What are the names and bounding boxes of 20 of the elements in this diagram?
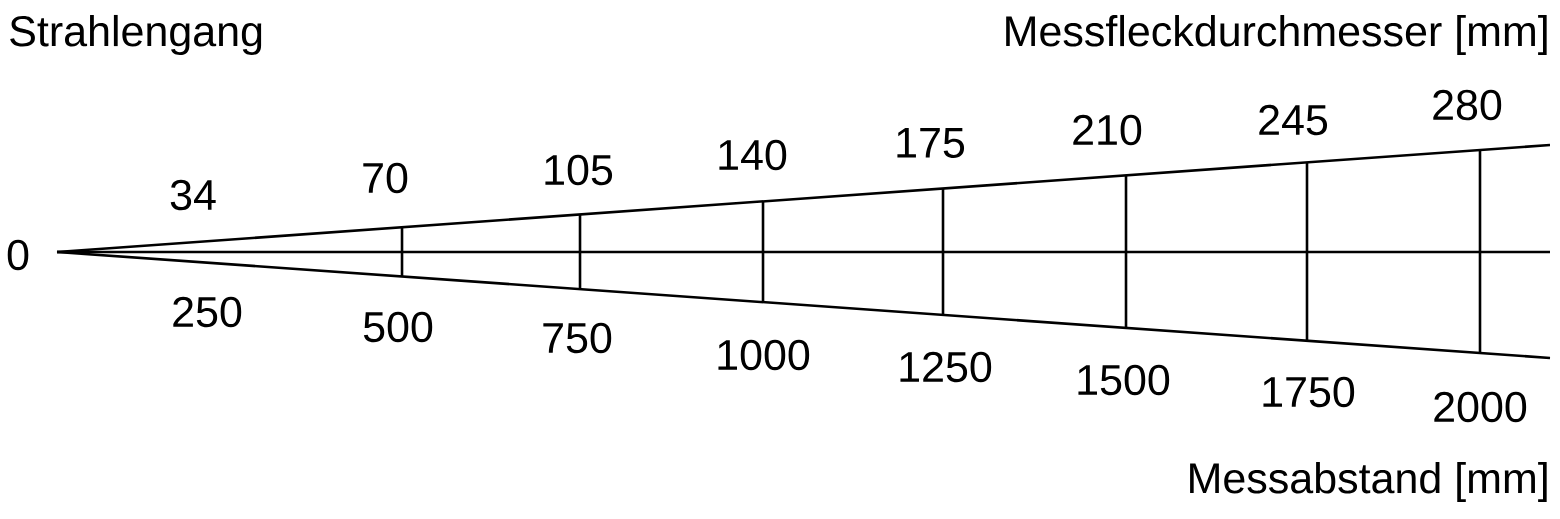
diameter-value: 245 [1259,104,1328,136]
diameter-value: 175 [897,128,965,158]
distance-value: 250 [173,296,242,328]
diameter-value: 34 [170,179,216,211]
axis-title: Messfleckdurchmesser [mm] [1006,14,1547,56]
distance-value: 1000 [718,339,810,371]
origin-value: 0 [7,239,29,271]
heading: Strahlengang [10,14,262,56]
distance-value: 750 [543,322,612,354]
diameter-value: 140 [719,139,787,171]
distance-value: 1750 [1263,376,1355,408]
axis-title: Messabstand [mm] [1190,461,1547,503]
diameter-value: 105 [545,154,613,186]
distance-value: 1500 [1078,364,1170,396]
distance-value: 2000 [1434,391,1527,423]
diameter-value: 280 [1433,89,1502,121]
distance-value: 1250 [900,351,992,383]
diameter-value: 210 [1073,114,1142,146]
diameter-value: 70 [363,162,408,194]
distance-value: 500 [363,311,433,343]
